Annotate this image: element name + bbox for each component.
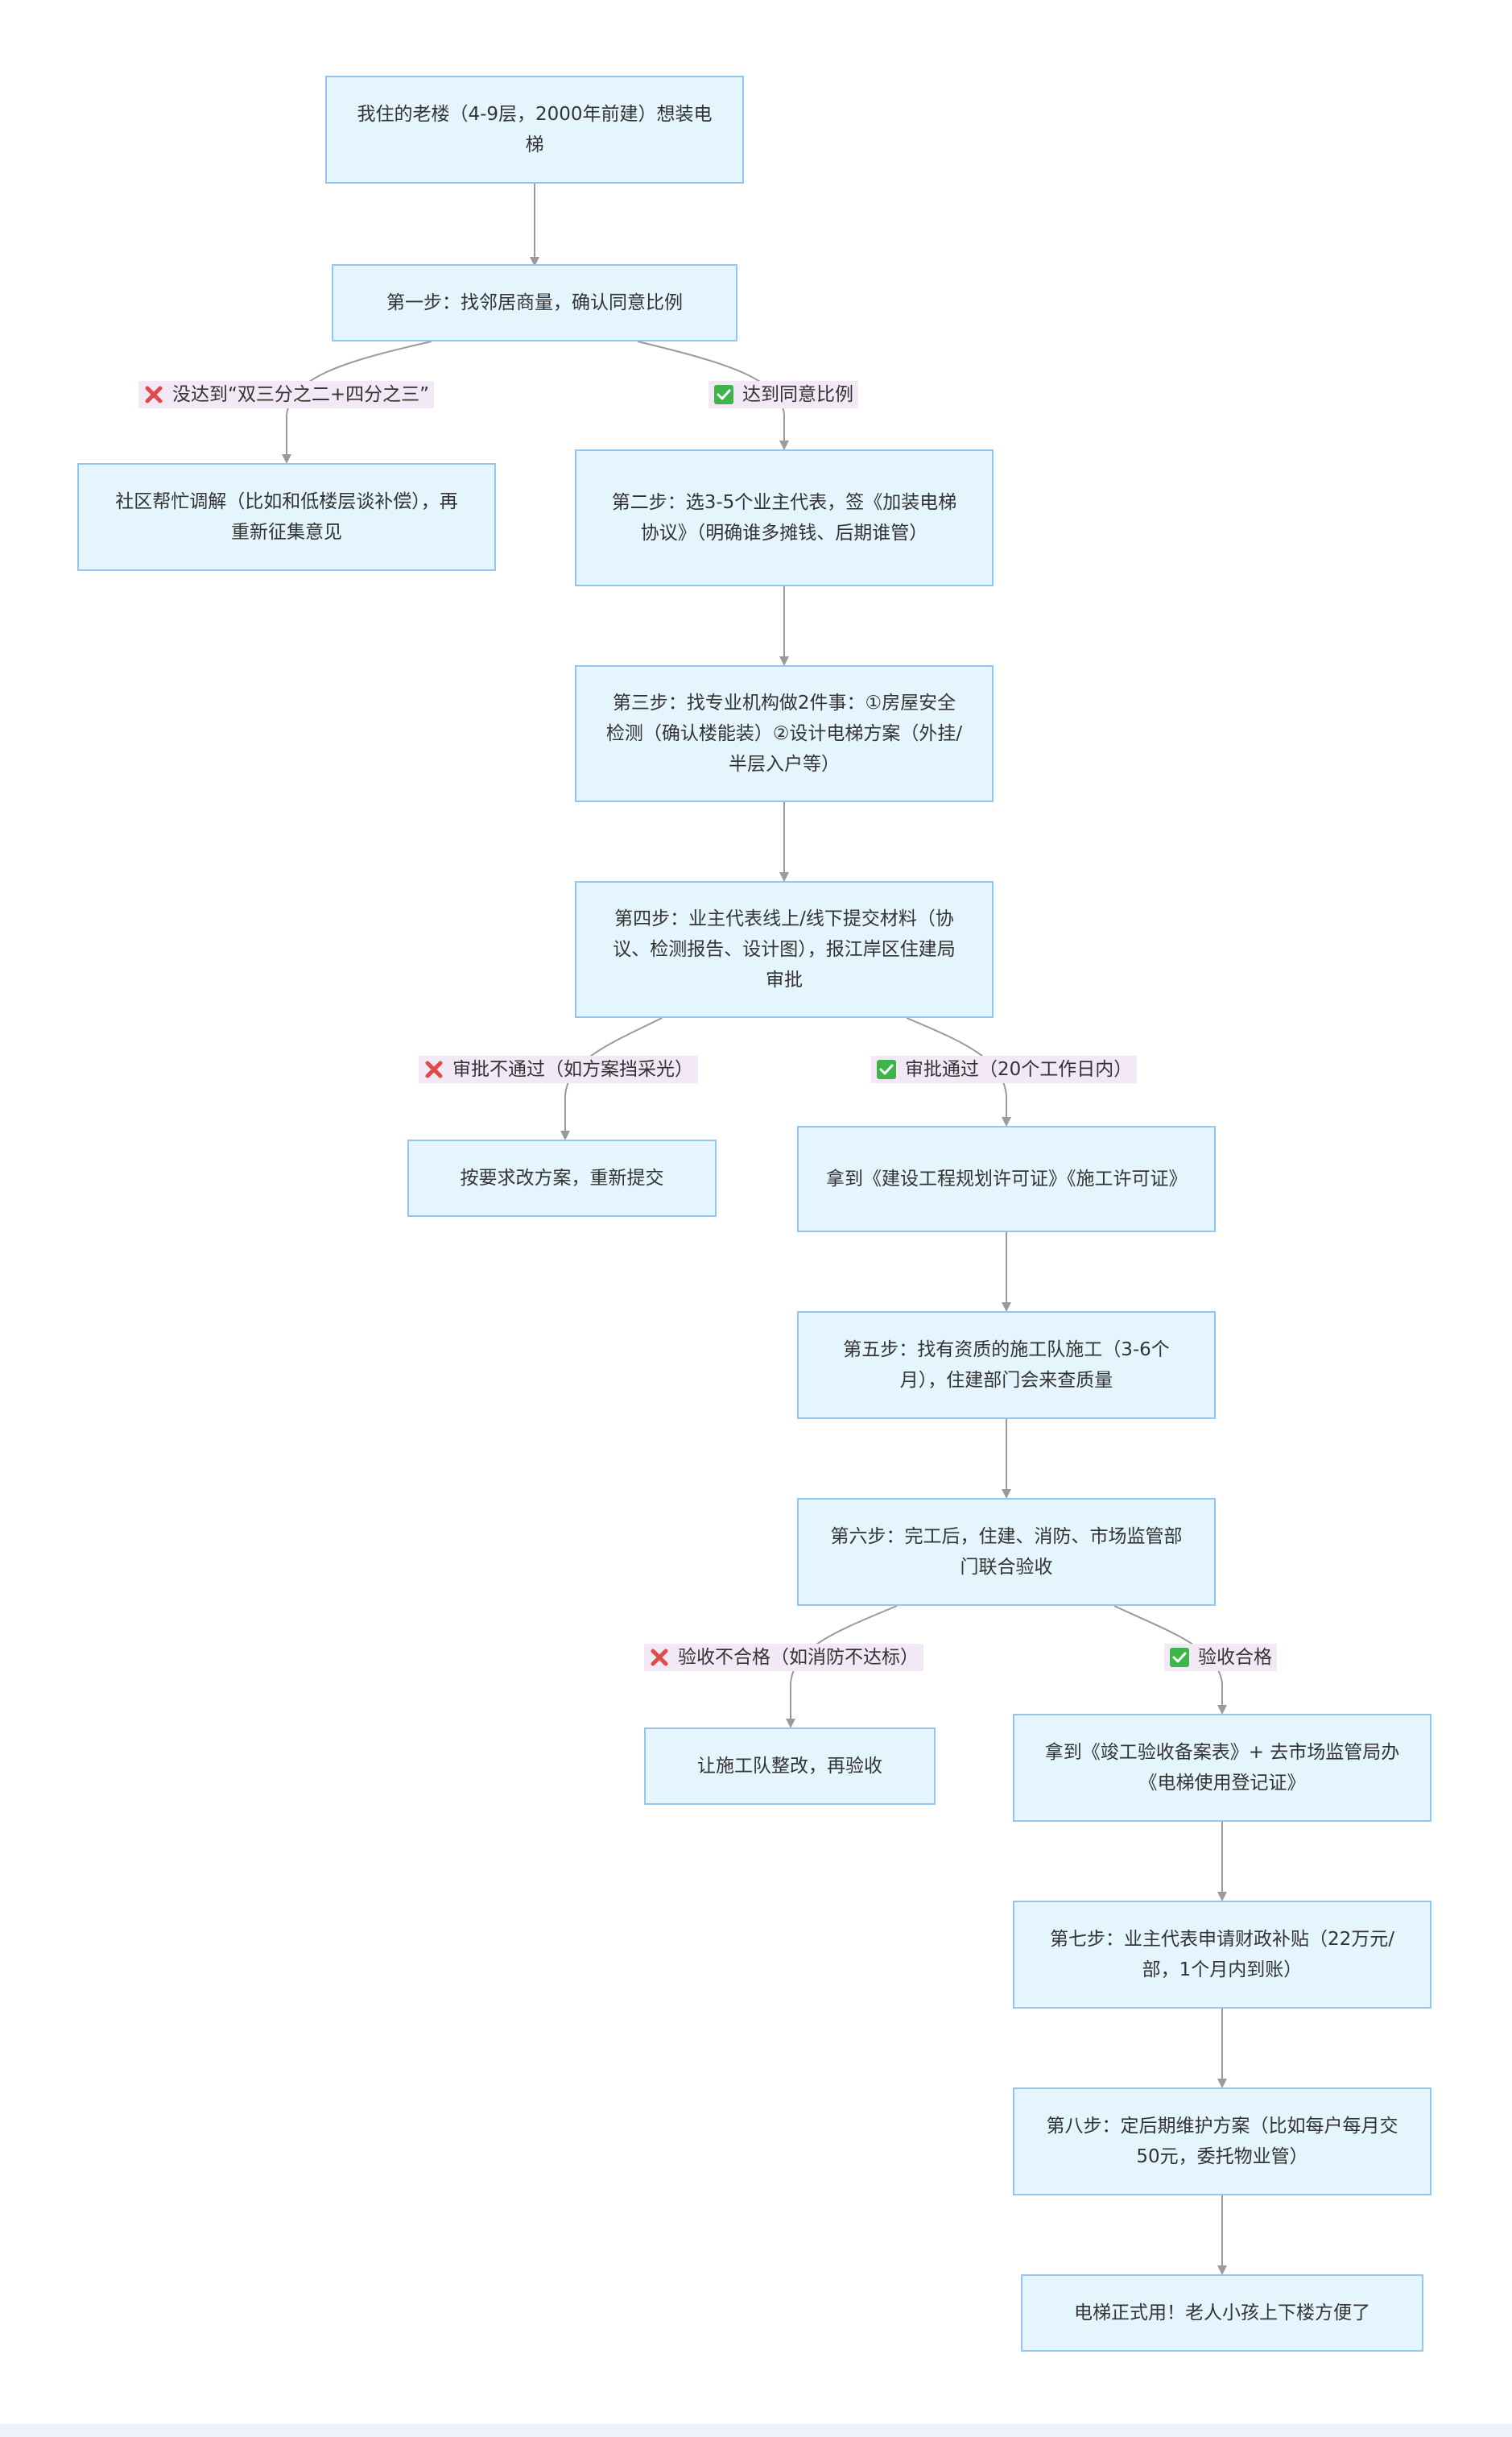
edge-label-passed: 验收合格 xyxy=(1164,1644,1277,1671)
edge-step6-to-register xyxy=(1113,1605,1227,1715)
edge-label-rejected: 审批不通过（如方案挡采光） xyxy=(419,1056,698,1083)
edge-step6-to-rectify xyxy=(786,1605,898,1728)
node-step1-label: 第一步：找邻居商量，确认同意比例 xyxy=(386,292,683,313)
node-rectify-label: 让施工队整改，再验收 xyxy=(697,1756,882,1777)
node-step6: 第六步：完工后，住建、消防、市场监管部门联合验收 xyxy=(797,1498,1216,1606)
node-register: 拿到《竣工验收备案表》+ 去市场监管局办《电梯使用登记证》 xyxy=(1013,1714,1431,1822)
node-step4: 第四步：业主代表线上/线下提交材料（协议、检测报告、设计图），报江岸区住建局审批 xyxy=(575,881,994,1018)
node-step3: 第三步：找专业机构做2件事：①房屋安全检测（确认楼能装）②设计电梯方案（外挂/半… xyxy=(575,665,994,802)
check-mark-icon xyxy=(877,1060,896,1079)
node-revise: 按要求改方案，重新提交 xyxy=(407,1140,717,1217)
edge-label-agreed: 达到同意比例 xyxy=(708,381,858,408)
edge-label-approved: 审批通过（20个工作日内） xyxy=(871,1056,1138,1083)
node-end: 电梯正式用！老人小孩上下楼方便了 xyxy=(1021,2274,1423,2352)
edge-label-not-agreed: 没达到“双三分之二+四分之三” xyxy=(138,381,435,408)
node-step8-label: 第八步：定后期维护方案（比如每户每月交50元，委托物业管） xyxy=(1046,2116,1398,2167)
edge-step4-to-revise xyxy=(560,1017,663,1140)
node-step5-label: 第五步：找有资质的施工队施工（3-6个月），住建部门会来查质量 xyxy=(843,1339,1170,1391)
edge-label-failed-text: 验收不合格（如消防不达标） xyxy=(678,1647,919,1668)
node-step4-label: 第四步：业主代表线上/线下提交材料（协议、检测报告、设计图），报江岸区住建局审批 xyxy=(613,908,956,991)
node-mediate: 社区帮忙调解（比如和低楼层谈补偿），再重新征集意见 xyxy=(77,463,496,571)
node-mediate-label: 社区帮忙调解（比如和低楼层谈补偿），再重新征集意见 xyxy=(115,491,458,543)
check-mark-icon xyxy=(1170,1648,1189,1667)
bottom-strip xyxy=(0,2424,1512,2437)
edge-label-not-agreed-text: 没达到“双三分之二+四分之三” xyxy=(172,384,430,405)
node-step6-label: 第六步：完工后，住建、消防、市场监管部门联合验收 xyxy=(830,1526,1183,1578)
node-register-label: 拿到《竣工验收备案表》+ 去市场监管局办《电梯使用登记证》 xyxy=(1044,1742,1400,1794)
edge-step4-to-permits xyxy=(906,1017,1011,1127)
cross-mark-icon xyxy=(651,1649,668,1666)
node-permits: 拿到《建设工程规划许可证》《施工许可证》 xyxy=(797,1126,1216,1232)
node-step2-label: 第二步：选3-5个业主代表，签《加装电梯协议》（明确谁多摊钱、后期谁管） xyxy=(611,492,957,544)
node-start: 我住的老楼（4-9层，2000年前建）想装电梯 xyxy=(325,76,744,184)
node-end-label: 电梯正式用！老人小孩上下楼方便了 xyxy=(1074,2303,1370,2323)
node-step3-label: 第三步：找专业机构做2件事：①房屋安全检测（确认楼能装）②设计电梯方案（外挂/半… xyxy=(605,693,963,775)
node-step8: 第八步：定后期维护方案（比如每户每月交50元，委托物业管） xyxy=(1013,2087,1431,2195)
edge-label-failed: 验收不合格（如消防不达标） xyxy=(644,1644,923,1671)
node-rectify: 让施工队整改，再验收 xyxy=(644,1727,936,1805)
edge-label-rejected-text: 审批不通过（如方案挡采光） xyxy=(452,1059,693,1080)
cross-mark-icon xyxy=(145,386,163,403)
node-step5: 第五步：找有资质的施工队施工（3-6个月），住建部门会来查质量 xyxy=(797,1311,1216,1419)
edge-label-agreed-text: 达到同意比例 xyxy=(742,384,853,405)
node-revise-label: 按要求改方案，重新提交 xyxy=(460,1168,664,1189)
node-step1: 第一步：找邻居商量，确认同意比例 xyxy=(332,264,737,341)
node-start-label: 我住的老楼（4-9层，2000年前建）想装电梯 xyxy=(357,104,713,155)
node-step7-label: 第七步：业主代表申请财政补贴（22万元/部，1个月内到账） xyxy=(1049,1929,1394,1980)
cross-mark-icon xyxy=(425,1061,443,1078)
edge-label-passed-text: 验收合格 xyxy=(1198,1647,1272,1668)
edge-label-approved-text: 审批通过（20个工作日内） xyxy=(905,1059,1133,1080)
node-permits-label: 拿到《建设工程规划许可证》《施工许可证》 xyxy=(826,1169,1188,1190)
check-mark-icon xyxy=(714,385,733,404)
node-step2: 第二步：选3-5个业主代表，签《加装电梯协议》（明确谁多摊钱、后期谁管） xyxy=(575,449,994,586)
node-step7: 第七步：业主代表申请财政补贴（22万元/部，1个月内到账） xyxy=(1013,1901,1431,2009)
